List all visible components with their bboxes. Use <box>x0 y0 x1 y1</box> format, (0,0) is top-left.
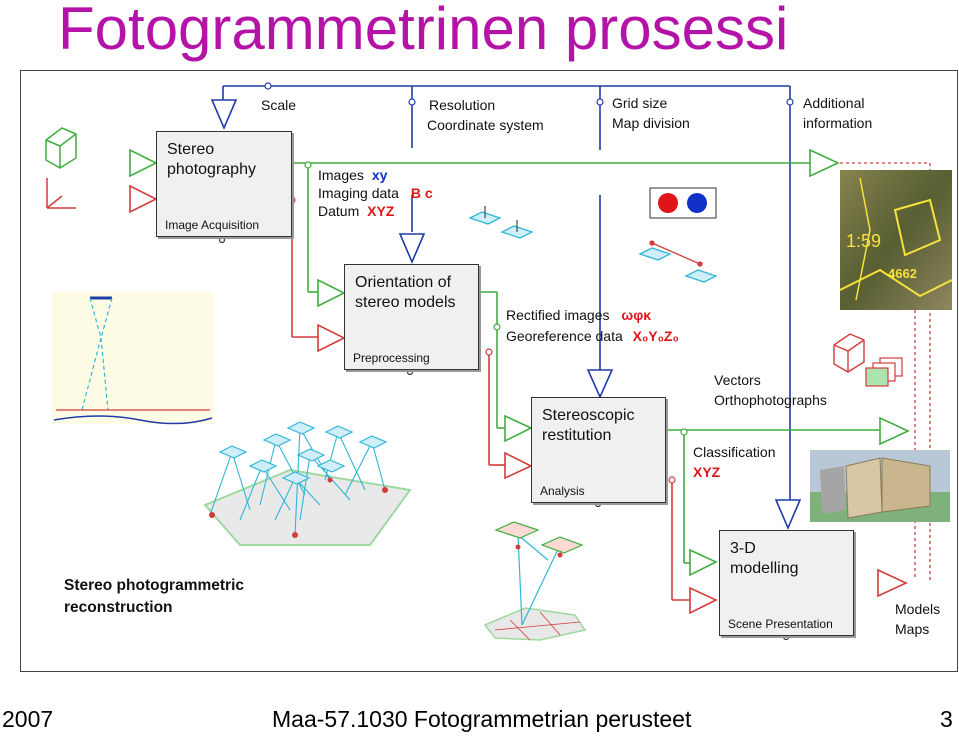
footer-page-number: 3 <box>940 706 953 732</box>
reconstruction-line1: Stereo photogrammetric <box>64 577 245 594</box>
orientation-box: Orientation of stereo models Preprocessi… <box>344 264 479 370</box>
map-division-label: Map division <box>612 115 690 131</box>
rectified-images-text: Rectified images <box>506 307 610 323</box>
blue-dot <box>687 193 707 213</box>
imaging-data-symbol: B c <box>410 185 433 201</box>
stereo-intersection-illustration <box>483 521 587 641</box>
orientation-title: Orientation of stereo models <box>355 274 456 311</box>
imaging-data-text: Imaging data <box>318 185 399 201</box>
orientation-subtitle: Preprocessing <box>353 351 430 365</box>
footer-course: Maa-57.1030 Fotogrammetrian perusteet <box>272 706 692 732</box>
map-layers-icon <box>865 357 903 387</box>
classification-symbol: XYZ <box>693 464 721 480</box>
red-flow <box>291 200 690 601</box>
camera-cone-illustration <box>52 292 214 425</box>
orthophotographs-label: Orthophotographs <box>714 392 827 408</box>
georeference-text: Georeference data <box>506 328 623 344</box>
maps-label: Maps <box>895 621 930 637</box>
modelling-subtitle: Scene Presentation <box>728 617 833 631</box>
map-scale-text: 1:59 <box>846 231 882 251</box>
datum-label: Datum XYZ <box>318 202 394 221</box>
reconstruction-caption: Stereo photogrammetric reconstruction <box>64 575 244 619</box>
control-arrows <box>210 99 802 531</box>
restitution-title: Stereoscopic restitution <box>542 407 635 444</box>
information-label: information <box>803 115 873 131</box>
green-flow <box>290 162 880 564</box>
images-label: Images xy <box>318 166 387 185</box>
terrain-block-illustration <box>203 421 412 546</box>
modelling-box: 3-D modelling Scene Presentation <box>719 530 854 636</box>
grid-size-label: Grid size <box>612 95 668 111</box>
reconstruction-line2: reconstruction <box>64 599 173 616</box>
cube-icon <box>45 127 77 169</box>
images-text: Images <box>318 167 364 183</box>
coordinate-system-label: Coordinate system <box>427 117 544 133</box>
models-label: Models <box>895 601 941 617</box>
restitution-box: Stereoscopic restitution Analysis <box>531 397 666 503</box>
axes-icon <box>46 178 76 209</box>
model-cube-icon <box>833 333 865 373</box>
restitution-subtitle: Analysis <box>540 484 585 498</box>
rectified-symbol: ωφκ <box>621 307 652 323</box>
datum-symbol: XYZ <box>367 203 395 219</box>
map-number-text: 4662 <box>888 266 917 281</box>
baseline-line <box>649 240 703 267</box>
imaging-data-label: Imaging data B c <box>318 184 433 203</box>
stereo-photography-subtitle: Image Acquisition <box>165 218 260 232</box>
modelling-title: 3-D modelling <box>730 540 799 577</box>
camera-marker-icons <box>468 206 718 283</box>
images-symbol: xy <box>371 167 388 183</box>
classification-label: Classification <box>693 444 776 460</box>
red-arrows <box>129 184 908 615</box>
3d-scene-image <box>810 450 950 522</box>
red-dashed <box>840 162 931 580</box>
additional-label: Additional <box>803 95 865 111</box>
georeference-symbol: X₀Y₀Z₀ <box>632 328 679 344</box>
footer-year: 2007 <box>2 706 54 732</box>
resolution-label: Resolution <box>429 97 496 113</box>
scale-label: Scale <box>261 97 297 113</box>
stereo-photography-box: Stereo photography Image Acquisition <box>156 131 292 237</box>
stereo-photography-title: Stereo photography <box>167 141 256 178</box>
georeference-label: Georeference data X₀Y₀Z₀ <box>506 327 679 346</box>
red-dot <box>658 193 678 213</box>
datum-text: Datum <box>318 203 360 219</box>
connector-dots <box>264 82 794 106</box>
rectified-images-label: Rectified images ωφκ <box>506 306 651 325</box>
vectors-label: Vectors <box>714 372 761 388</box>
orthophoto-map <box>839 170 953 310</box>
control-lines <box>222 85 791 500</box>
slide-title: Fotogrammetrinen prosessi <box>58 0 789 62</box>
green-arrows <box>129 148 910 577</box>
